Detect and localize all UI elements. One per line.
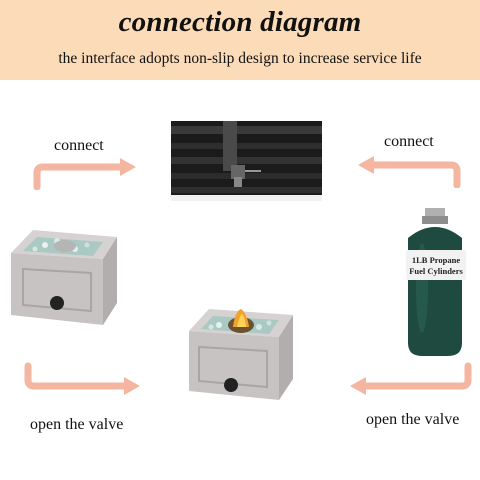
propane-cylinder-image: 1LB Propane Fuel Cylinders (406, 208, 466, 356)
page-title: connection diagram (118, 6, 362, 38)
header-banner: connection diagram the interface adopts … (0, 0, 480, 80)
caption-open-valve-right: open the valve (366, 411, 460, 428)
caption-open-valve-left: open the valve (30, 416, 124, 433)
cylinder-label-line2: Fuel Cylinders (409, 266, 463, 276)
cylinder-label-line1: 1LB Propane (412, 255, 460, 265)
fire-pit-lit-image (189, 309, 293, 400)
arrow-top-left-icon (33, 158, 136, 190)
grill-connector-image (171, 121, 322, 201)
arrow-bottom-right-icon (350, 362, 472, 395)
caption-connect-right: connect (384, 133, 434, 150)
arrow-bottom-left-icon (24, 362, 140, 395)
fire-pit-unlit-image (11, 230, 117, 325)
caption-connect-left: connect (54, 137, 104, 154)
page-subtitle: the interface adopts non-slip design to … (58, 50, 422, 67)
arrow-top-right-icon (358, 156, 461, 188)
